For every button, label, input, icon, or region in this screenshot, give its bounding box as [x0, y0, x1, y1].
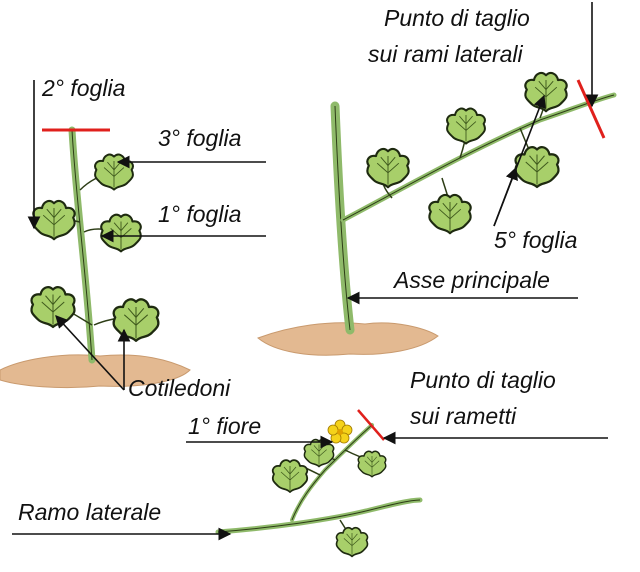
label-fiore-1: 1° fiore — [188, 413, 261, 439]
label-foglia-5: 5° foglia — [494, 227, 577, 253]
leaf — [428, 193, 472, 235]
flower-icon — [327, 419, 353, 444]
label-taglio-rametti-2: sui rametti — [410, 403, 517, 429]
leaf — [357, 450, 387, 478]
left-plant — [30, 126, 160, 364]
label-foglia-2: 2° foglia — [41, 75, 125, 101]
leaf — [524, 71, 568, 113]
leaf — [30, 286, 76, 329]
leaf — [303, 438, 335, 468]
leaf — [94, 153, 134, 191]
label-taglio-laterali-2: sui rami laterali — [368, 41, 524, 67]
cut-mark-lateral — [576, 79, 606, 139]
cut-mark-rametti — [357, 409, 385, 441]
soil-left — [0, 354, 191, 389]
arrow-cotiledoni-1 — [55, 315, 125, 391]
label-taglio-laterali-1: Punto di taglio — [384, 5, 530, 31]
label-cotiledoni: Cotiledoni — [128, 375, 231, 401]
leaf — [112, 298, 160, 342]
label-foglia-3: 3° foglia — [158, 125, 241, 151]
leaf — [335, 526, 369, 558]
label-ramo-laterale: Ramo laterale — [18, 499, 161, 525]
lateral-branch — [215, 419, 423, 558]
label-foglia-1: 1° foglia — [158, 201, 241, 227]
leaf — [32, 199, 76, 241]
label-asse-principale: Asse principale — [392, 267, 550, 293]
leaf — [446, 107, 486, 145]
leaf — [100, 213, 142, 253]
arrow-foglia-5b — [493, 166, 518, 227]
label-taglio-rametti-1: Punto di taglio — [410, 367, 556, 393]
leaf — [271, 459, 309, 493]
leaf — [366, 147, 410, 189]
soil-right — [257, 322, 439, 356]
